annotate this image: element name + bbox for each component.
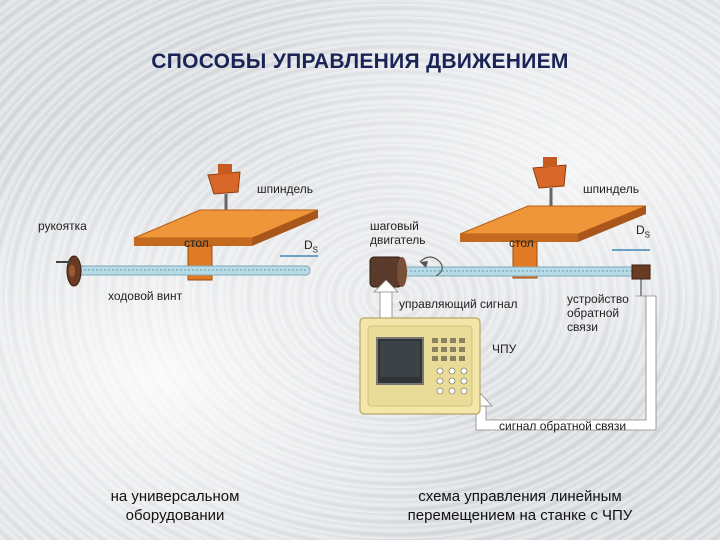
control-signal-arrow — [373, 279, 399, 325]
right-spindle — [532, 157, 567, 220]
left-lead-screw — [77, 265, 311, 276]
right-ds-label: DS — [636, 223, 651, 240]
control-signal-label: управляющий сигнал — [399, 297, 518, 311]
page-title: СПОСОБЫ УПРАВЛЕНИЯ ДВИЖЕНИЕМ — [151, 50, 569, 73]
right-table — [459, 205, 647, 279]
feedback-signal-label: сигнал обратной связи — [499, 419, 627, 433]
cnc-label: ЧПУ — [492, 342, 517, 356]
left-lead-screw-label: ходовой винт — [108, 289, 183, 303]
stepper-motor — [369, 256, 443, 288]
left-handle-label: рукоятка — [38, 219, 87, 233]
cnc-cabinet — [359, 317, 481, 415]
right-spindle-label: шпиндель — [583, 182, 639, 196]
left-handwheel — [56, 255, 82, 287]
left-spindle-label: шпиндель — [257, 182, 313, 196]
left-ds-label: DS — [304, 238, 319, 255]
right-table-label: стол — [509, 236, 534, 250]
feedback-device — [631, 264, 651, 296]
left-table-label: стол — [184, 236, 209, 250]
